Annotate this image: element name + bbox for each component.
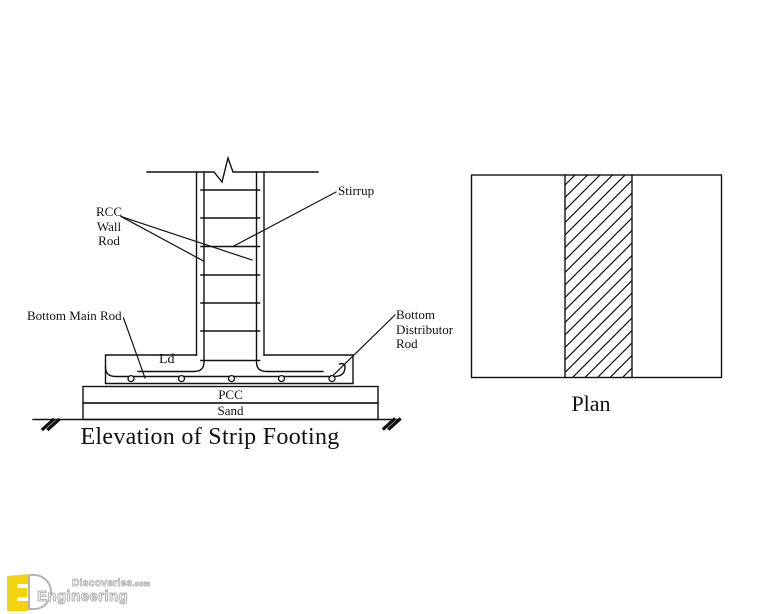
rcc-wall-rod-label: RCC Wall Rod (86, 204, 132, 249)
watermark-brand-tld: .com (132, 581, 151, 589)
stirrups (200, 189, 261, 362)
bottom-main-rod-label: Bottom Main Rod (27, 308, 122, 323)
plan-view-title: Plan (571, 391, 611, 416)
footing-outline (104, 354, 354, 385)
label-line: Rod (98, 233, 120, 249)
wall-section (137, 155, 324, 373)
plan-hatched-strip (565, 175, 632, 377)
pcc-layer-label: PCC (218, 387, 243, 402)
rcc-wall-rod-leader-2 (120, 215, 253, 261)
watermark-brand-bottom: Engineering (36, 588, 129, 606)
plan-view (470, 174, 723, 379)
elevation-view-title: Elevation of Strip Footing (80, 424, 340, 450)
wall-break-line (146, 155, 319, 184)
ld-development-length-label: Ld (159, 352, 175, 367)
wall-rod-right (255, 171, 324, 373)
bottom-main-rod-line (104, 362, 346, 378)
engineering-discoveries-watermark: Discoveries.com Engineering (5, 569, 180, 614)
footing-section (32, 354, 402, 432)
stirrup-label: Stirrup (338, 183, 375, 198)
label-line: RCC (95, 204, 122, 219)
wall-rod-left (137, 171, 205, 373)
label-line: Wall (96, 218, 122, 234)
ground-hatch-marks (40, 417, 402, 432)
engineering-discoveries-logo-icon (7, 574, 52, 611)
stirrup-leader (232, 191, 337, 248)
plan-outline (470, 174, 723, 379)
label-line: Bottom (396, 307, 436, 322)
leader-lines (120, 191, 396, 379)
sand-layer-label: Sand (217, 403, 244, 418)
watermark-brand-name: Discoveries (72, 578, 133, 590)
rcc-wall-rod-leader-1 (120, 215, 205, 262)
distributor-rod-circles (127, 374, 336, 383)
bottom-distributor-rod-label: Bottom Distributor Rod (396, 307, 454, 352)
bottom-distributor-rod-leader (332, 314, 396, 376)
label-line: Rod (396, 336, 418, 352)
watermark-brand-top: Discoveries.com (72, 578, 151, 590)
bottom-main-rod-leader (122, 317, 146, 379)
label-line: Distributor (396, 321, 454, 337)
